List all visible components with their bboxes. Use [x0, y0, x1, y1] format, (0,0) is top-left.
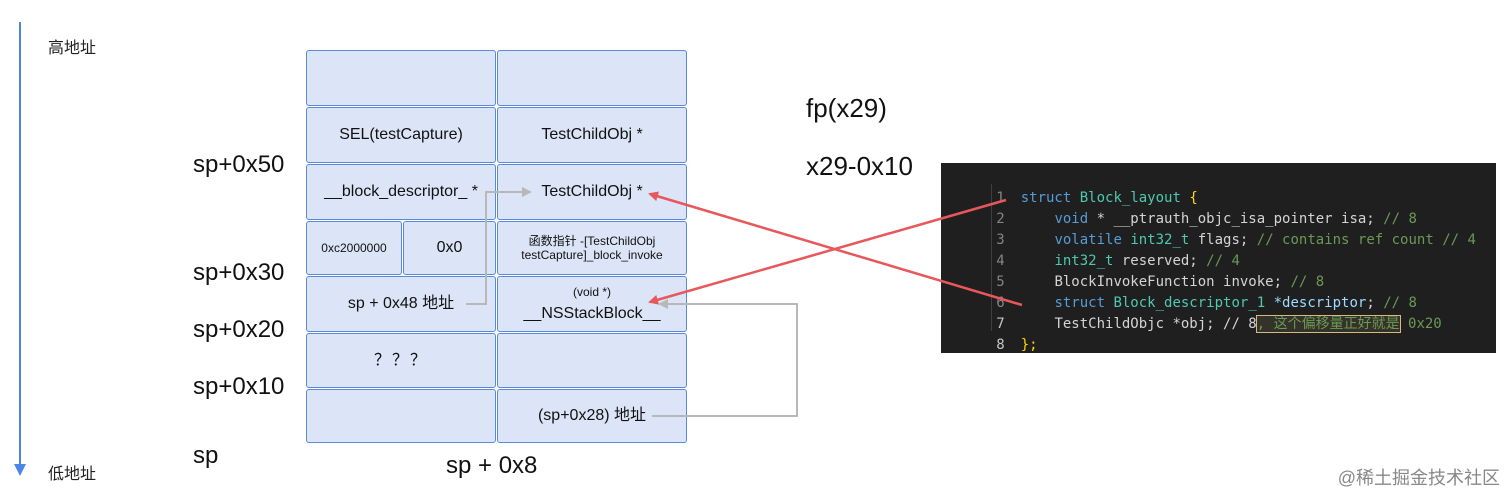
comment: 0x20	[1399, 316, 1442, 332]
sp-0x10-label: sp+0x10	[193, 373, 285, 400]
stack-cell-unknown: ？？？	[306, 333, 496, 388]
type-name: Block_descriptor_1	[1113, 295, 1266, 311]
stack-cell-reserved: 0x0	[403, 221, 496, 275]
fp-x29-label: fp(x29)	[806, 93, 887, 123]
address-axis-line	[19, 22, 21, 467]
line-number: 7	[996, 316, 1005, 332]
watermark: @稀土掘金技术社区	[1337, 468, 1500, 488]
code-line-2: 2 void * __ptrauth_objc_isa_pointer isa;…	[941, 188, 1417, 227]
line-number: 4	[996, 253, 1005, 269]
stack-cell-block-descriptor: __block_descriptor_ *	[306, 164, 496, 220]
high-address-label: 高地址	[48, 40, 97, 57]
arrow-obj-to-testchildobj	[648, 191, 1023, 307]
line-number: 1	[996, 190, 1005, 206]
code-line-3: 3 volatile int32_t flags; // contains re…	[941, 209, 1476, 248]
brace: };	[1020, 337, 1038, 353]
code-text: TestChildObjc *obj; // 8	[1054, 316, 1257, 332]
sp-label: sp	[193, 442, 219, 469]
arrow-sp48-to-testchildobj	[466, 187, 532, 305]
comment: // 4	[1206, 253, 1240, 269]
code-text: * __ptrauth_objc_isa_pointer isa;	[1088, 211, 1384, 227]
type-name: int32_t	[1054, 253, 1114, 269]
code-text: ;	[1366, 295, 1384, 311]
highlighted-comment: , 这个偏移量正好就是	[1255, 315, 1401, 333]
nsstackblock-type-label: (void *)	[572, 285, 611, 300]
sp-0x20-label: sp+0x20	[193, 316, 285, 343]
stack-cell-r0-right	[497, 50, 687, 106]
stack-cell-sp48-address: sp + 0x48 地址	[306, 276, 496, 332]
code-line-8: 8};	[941, 314, 1037, 353]
type-name: Block_layout	[1079, 190, 1181, 206]
address-axis-arrowhead	[14, 464, 26, 476]
comment: // 8	[1383, 211, 1417, 227]
stack-cell-r5-right	[497, 333, 687, 388]
comment: // 8	[1290, 274, 1325, 290]
stack-cell-flags: 0xc2000000	[306, 221, 402, 275]
nsstackblock-isa-label: __NSStackBlock__	[523, 304, 661, 322]
code-text: BlockInvokeFunction invoke;	[1054, 274, 1291, 290]
code-text: reserved;	[1113, 253, 1207, 269]
code-line-1: 1 struct Block_layout {	[941, 167, 1197, 206]
line-number: 8	[996, 337, 1005, 353]
code-line-4: 4 int32_t reserved; // 4	[941, 230, 1240, 269]
line-number: 3	[996, 232, 1005, 248]
code-line-6: 6 struct Block_descriptor_1 *descriptor;…	[941, 272, 1417, 311]
indent-guide	[991, 184, 992, 331]
line-number: 6	[996, 295, 1005, 311]
keyword: void	[1054, 211, 1089, 227]
stack-cell-invoke-function-pointer: 函数指针 -[TestChildObj testCapture]_block_i…	[497, 221, 687, 275]
low-address-label: 低地址	[48, 466, 97, 483]
comment: // 8	[1383, 295, 1417, 311]
line-number: 5	[996, 274, 1005, 290]
block-layout-code-panel: 1 struct Block_layout { 2 void * __ptraut…	[941, 163, 1496, 353]
code-line-7: 7 TestChildObjc *obj; // 8, 这个偏移量正好就是 0x…	[941, 293, 1442, 333]
sp-plus-8-column-label: sp + 0x8	[446, 452, 538, 479]
stack-cell-r6-left	[306, 389, 496, 443]
stack-cell-testchildobj-top: TestChildObj *	[497, 107, 687, 163]
code-text: flags;	[1189, 232, 1257, 248]
keyword: volatile	[1054, 232, 1122, 248]
stack-cell-sel-testcapture: SEL(testCapture)	[306, 107, 496, 163]
arrow-sp28-to-nsstackblock	[652, 299, 798, 417]
code-text: *descriptor	[1265, 295, 1367, 311]
line-number: 2	[996, 211, 1005, 227]
sp-0x30-label: sp+0x30	[193, 259, 285, 286]
keyword: struct	[1020, 190, 1072, 206]
comment: // contains ref count // 4	[1256, 232, 1476, 248]
sp-0x50-label: sp+0x50	[193, 151, 285, 178]
keyword: struct	[1054, 295, 1106, 311]
x29-minus-0x10-label: x29-0x10	[806, 151, 913, 181]
code-line-5: 5 BlockInvokeFunction invoke; // 8	[941, 251, 1324, 290]
stack-cell-r0-left	[306, 50, 496, 106]
type-name: int32_t	[1130, 232, 1190, 248]
arrow-isa-to-nsstackblock	[648, 198, 1007, 305]
brace: {	[1189, 190, 1198, 206]
